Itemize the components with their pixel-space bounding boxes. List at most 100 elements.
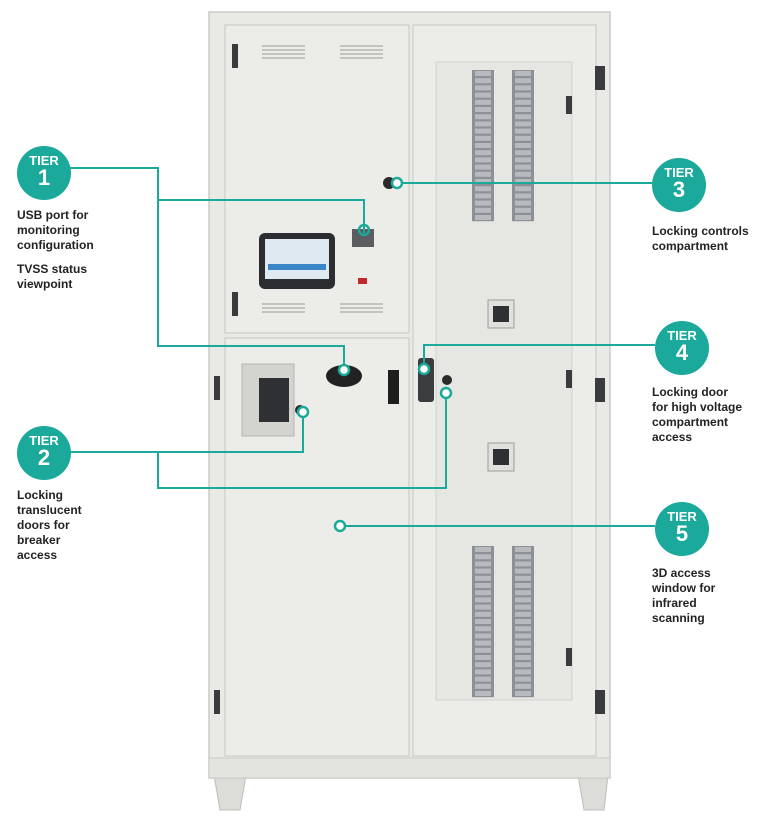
callout-point-tier-2 [296, 405, 310, 419]
breaker-slot [515, 619, 531, 624]
door-handle-slot [388, 370, 399, 404]
breaker-slot [475, 619, 491, 624]
cabinet-base-strip [208, 757, 611, 779]
breaker-slot [475, 640, 491, 646]
breaker-slot [515, 611, 531, 617]
tier-4-line: for high voltage [652, 400, 742, 414]
breaker-slot [515, 157, 531, 163]
tier-2-description: Locking translucent doors for breaker ac… [17, 488, 82, 563]
tier-5-line: window for [652, 581, 716, 595]
callout-points [296, 176, 453, 533]
callout-point-tier-1-tvss [337, 363, 351, 377]
tier-2-line: translucent [17, 503, 82, 517]
tier-3-line: Locking controls [652, 224, 749, 238]
breaker-slot [515, 633, 531, 639]
breaker-slot [475, 662, 491, 668]
tier-1-extra-line: TVSS status [17, 262, 88, 276]
tier-3-description: Locking controls compartment [652, 224, 749, 254]
breaker-slot [515, 561, 531, 567]
breaker-slot [475, 92, 491, 98]
breaker-slot [515, 691, 531, 696]
breaker-slot [515, 626, 531, 632]
tier-1-number: 1 [37, 165, 51, 190]
breaker-slot [475, 583, 491, 588]
breaker-slot [515, 683, 531, 689]
tier-1-label: TIER [29, 153, 59, 168]
tier-4-number: 4 [675, 340, 689, 365]
breaker-slot [475, 121, 491, 127]
tier-2-badge: TIER 2 [17, 426, 71, 480]
breaker-slot [475, 669, 491, 675]
breaker-slot [515, 547, 531, 552]
tier-4-description: Locking door for high voltage compartmen… [652, 385, 742, 445]
tier-3-label: TIER [664, 165, 694, 180]
tier-1-line: monitoring [17, 223, 80, 237]
breaker-slot [515, 150, 531, 156]
tier-4-line: compartment [652, 415, 729, 429]
tier-5-line: infrared [652, 596, 697, 610]
breaker-slot [475, 604, 491, 610]
breaker-slot [475, 150, 491, 156]
breaker-slot [515, 193, 531, 199]
breaker-slot [515, 669, 531, 675]
breaker-columns-lower [472, 546, 534, 698]
breaker-slot [515, 186, 531, 192]
tier-5-label: TIER [667, 509, 697, 524]
tier-1-line: USB port for [17, 208, 89, 222]
breaker-slot [475, 179, 491, 184]
tier-1-badge: TIER 1 [17, 146, 71, 200]
callout-point-tier-5 [333, 519, 347, 533]
callout-point-tier-4 [417, 362, 431, 376]
breaker-slot [515, 604, 531, 610]
breaker-slot [475, 85, 491, 91]
tier-2-line: access [17, 548, 58, 562]
breaker-slot [475, 597, 491, 603]
breaker-slot [475, 135, 491, 141]
breaker-slot [515, 121, 531, 127]
callout-point-tier-4b [439, 386, 453, 400]
tier-1-line: configuration [17, 238, 94, 252]
tier-3-badge: TIER 3 [652, 158, 706, 212]
breaker-slot [515, 676, 531, 682]
breaker-slot [515, 215, 531, 220]
tier-4-line: access [652, 430, 693, 444]
breaker-slot [515, 647, 531, 653]
breaker-slot [515, 85, 531, 91]
breaker-unit [259, 378, 289, 422]
tier-5-line: 3D access [652, 566, 711, 580]
breaker-slot [475, 611, 491, 617]
tier-2-line: breaker [17, 533, 61, 547]
breaker-slot [475, 143, 491, 148]
callout-line-tier-2 [62, 412, 304, 453]
breaker-slot [515, 597, 531, 603]
breaker-slot [475, 575, 491, 581]
tier-5-description: 3D access window for infrared scanning [652, 566, 715, 626]
breaker-slot [475, 71, 491, 76]
breaker-slot [515, 568, 531, 574]
breaker-slot [475, 171, 491, 177]
breaker-slot [475, 568, 491, 574]
tier-5-line: scanning [652, 611, 705, 625]
breaker-slot [515, 114, 531, 120]
breaker-slot [475, 647, 491, 653]
breaker-slot [475, 676, 491, 682]
callout-point-tier-3 [390, 176, 404, 190]
breaker-slot [515, 171, 531, 177]
breaker-slot [515, 107, 531, 112]
breaker-slot [515, 143, 531, 148]
tier-2-number: 2 [37, 445, 51, 470]
breaker-slot [475, 193, 491, 199]
breaker-slot [475, 164, 491, 170]
cabinet-foot-right [577, 774, 609, 811]
tier-2-label: TIER [29, 433, 59, 448]
tier-5-badge: TIER 5 [655, 502, 709, 556]
breaker-slot [475, 683, 491, 689]
callout-line-tier-2-door [157, 393, 447, 489]
access-window [435, 61, 573, 701]
tier-1-description: USB port for monitoring configuration [17, 208, 94, 253]
tier-2-line: Locking [17, 488, 64, 502]
breaker-slot [475, 633, 491, 639]
hv-door-lock [442, 375, 452, 385]
